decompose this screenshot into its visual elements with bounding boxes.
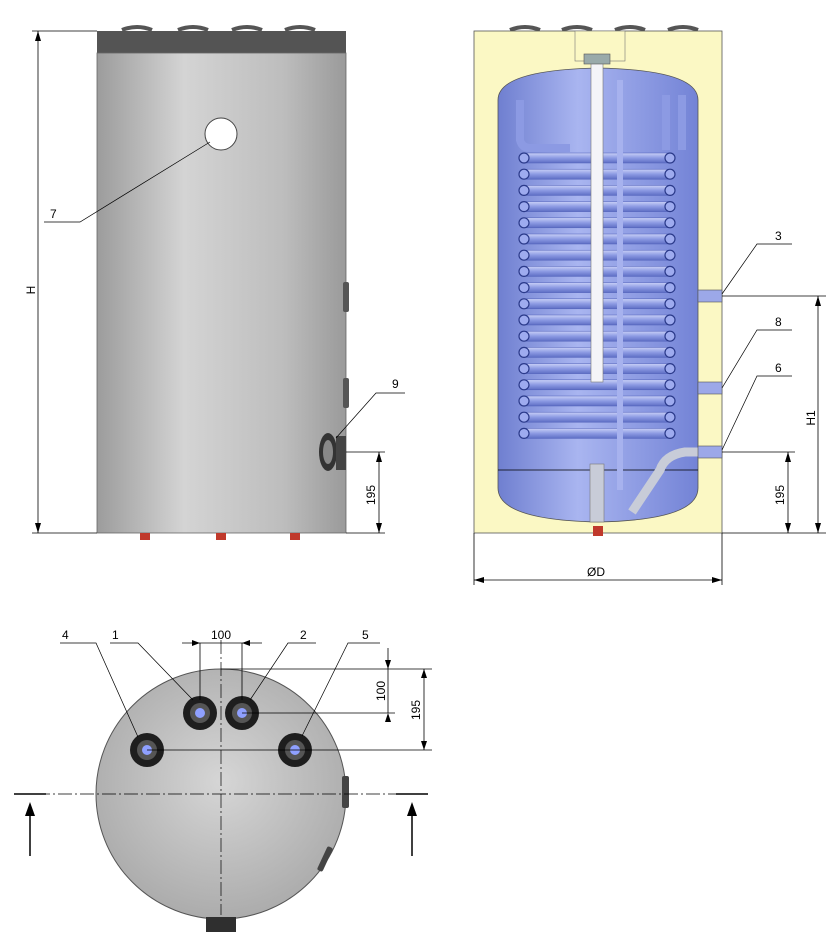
callout-7: 7: [50, 207, 57, 221]
anode-rod: [590, 61, 604, 383]
coil-end: [664, 233, 676, 245]
coil-end: [664, 201, 676, 213]
connector-6: [697, 445, 723, 459]
coil-end: [664, 152, 676, 164]
coil-end: [518, 233, 530, 245]
coil-end: [518, 346, 530, 358]
coil-end: [518, 363, 530, 375]
callout-2: 2: [300, 628, 307, 642]
callout-4: 4: [62, 628, 69, 642]
section-arrow-icon: [14, 793, 46, 856]
coil-turn: [521, 428, 673, 439]
dimension-100-horizontal-label: 100: [211, 628, 231, 642]
foot: [140, 533, 150, 540]
coil-end: [518, 201, 530, 213]
connector-8: [697, 381, 723, 395]
foot: [216, 533, 226, 540]
top-connector: [583, 53, 611, 65]
coil-end: [664, 346, 676, 358]
coil-end: [664, 298, 676, 310]
lid-bumps: [509, 25, 699, 32]
bottom-drain-top-view: [206, 917, 236, 932]
coil-end: [518, 379, 530, 391]
coil-end: [664, 379, 676, 391]
callout-5: 5: [362, 628, 369, 642]
coil-end: [518, 314, 530, 326]
coil-end: [518, 217, 530, 229]
coil-end: [518, 298, 530, 310]
side-boss-lower: [343, 378, 349, 408]
top-view: 100 100 195 1 2 4 5: [14, 628, 432, 932]
side-boss-upper: [343, 282, 349, 312]
coil-turn: [521, 395, 673, 407]
callout-6: 6: [775, 361, 782, 375]
dimension-h1-label: H1: [804, 410, 818, 426]
coil-end: [664, 411, 676, 423]
callout-9: 9: [392, 377, 399, 391]
flange-9: [319, 433, 346, 471]
callout-8: 8: [775, 315, 782, 329]
coil-end: [518, 265, 530, 277]
lower-sensor-tube: [589, 463, 605, 523]
section-arrow-icon: [396, 793, 428, 856]
coil-end: [518, 249, 530, 261]
dimension-100-vertical-label: 100: [374, 681, 388, 701]
coil-end: [664, 330, 676, 342]
tank-lid: [97, 31, 346, 53]
lid-bumps: [121, 25, 316, 32]
coil-turn: [521, 411, 673, 423]
foot: [290, 533, 300, 540]
callout-1: 1: [112, 628, 119, 642]
dimension-195-left-label: 195: [364, 485, 378, 505]
bottom-drain: [593, 526, 603, 536]
coil-end: [518, 184, 530, 196]
coil-end: [664, 184, 676, 196]
coil-end: [664, 168, 676, 180]
callout-3: 3: [775, 229, 782, 243]
dimension-195-right-label: 195: [773, 485, 787, 505]
dimension-h-label: H: [24, 286, 38, 295]
coil-end: [664, 363, 676, 375]
inspection-port-7: [204, 117, 238, 151]
coil-end: [664, 265, 676, 277]
side-boss-top-view-2: [317, 846, 333, 872]
inlet-pipe-6: [628, 447, 712, 515]
coil-end: [664, 314, 676, 326]
dimension-diameter-label: ØD: [587, 565, 605, 579]
coil-end: [664, 395, 676, 407]
coil-end: [518, 411, 530, 423]
coil-end: [518, 427, 530, 439]
connector-3: [697, 289, 723, 303]
coil-end: [518, 168, 530, 180]
coil-end: [664, 282, 676, 294]
coil-end: [664, 217, 676, 229]
external-view: H 195 7 9: [24, 25, 405, 540]
dimension-195-top-label: 195: [409, 700, 423, 720]
coil-end: [518, 395, 530, 407]
port-1: [183, 696, 217, 730]
coil-end: [518, 330, 530, 342]
coil-end: [664, 249, 676, 261]
coil-end: [518, 152, 530, 164]
section-view: ØD H1 195 3 8 6: [473, 25, 826, 585]
coil-end: [664, 427, 676, 439]
coil-end: [518, 282, 530, 294]
side-boss-top-view: [342, 776, 349, 808]
